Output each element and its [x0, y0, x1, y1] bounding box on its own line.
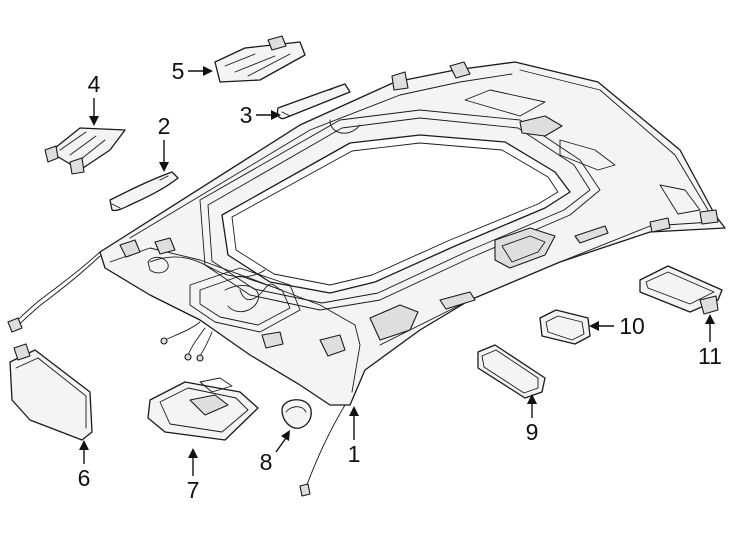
callout-2: 2	[158, 113, 171, 139]
bracket-part-5	[214, 35, 306, 83]
callout-8: 8	[260, 449, 273, 475]
bracket-part-4	[44, 127, 126, 175]
grab-handle-part-3	[276, 83, 351, 120]
sensor-part-8	[281, 399, 312, 429]
callout-4: 4	[88, 71, 101, 97]
callout-labels: 1 2 3 4 5 6 7 8 9 10 11	[78, 58, 722, 503]
lamp-part-10	[539, 309, 591, 345]
callout-3: 3	[240, 102, 253, 128]
headliner-panel	[7, 61, 726, 497]
callout-11: 11	[698, 343, 722, 369]
grab-handle-part-2	[109, 171, 179, 212]
callout-6: 6	[78, 465, 91, 491]
callout-arrows	[79, 66, 715, 476]
module-part-11	[639, 265, 723, 315]
callout-10: 10	[619, 313, 645, 339]
callout-1: 1	[348, 441, 361, 467]
overhead-console-part-7	[147, 377, 259, 441]
callout-7: 7	[187, 477, 200, 503]
callout-5: 5	[172, 58, 185, 84]
callout-9: 9	[526, 419, 539, 445]
lamp-part-9	[477, 344, 546, 399]
sunvisor-part-6	[9, 343, 93, 441]
